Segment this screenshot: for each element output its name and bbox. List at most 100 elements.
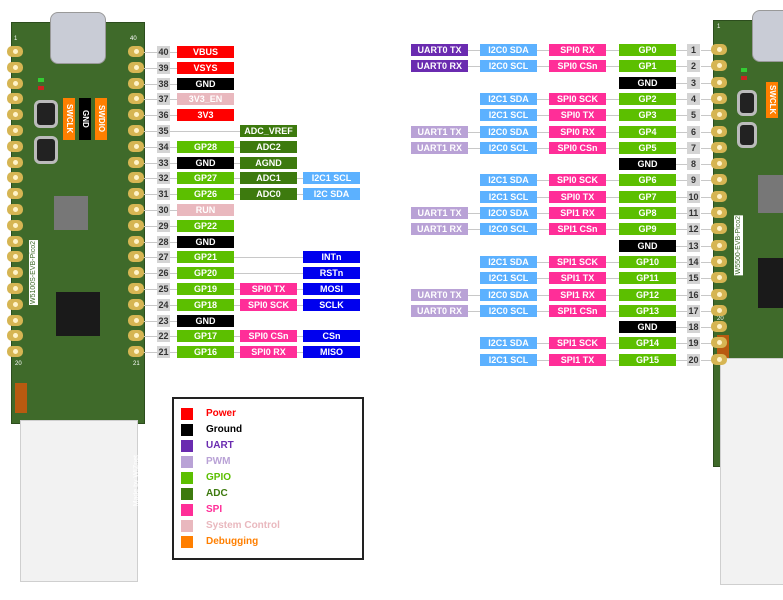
legend-label: ADC bbox=[206, 488, 228, 499]
pin-label-gpio: GP15 bbox=[619, 354, 676, 366]
leader-line bbox=[170, 257, 303, 258]
pin-pad bbox=[128, 188, 144, 199]
pin-label-gpio: GP8 bbox=[619, 207, 676, 219]
pin-number: 40 bbox=[157, 46, 170, 58]
pin-label-ground: GND bbox=[619, 240, 676, 252]
pin-pad bbox=[711, 109, 727, 120]
pin-number: 3 bbox=[687, 77, 700, 89]
pin-20-label: 20 bbox=[15, 361, 22, 367]
pin-pad bbox=[711, 223, 727, 234]
pin-number: 2 bbox=[687, 60, 700, 72]
pin-pad bbox=[7, 78, 23, 89]
pin-pad bbox=[128, 236, 144, 247]
rj45-jack bbox=[20, 420, 138, 582]
leader-line bbox=[170, 273, 303, 274]
pin-label-ground: GND bbox=[177, 78, 234, 90]
debug-swdio: SWDIO bbox=[95, 98, 107, 140]
leader-line bbox=[136, 257, 158, 258]
pin-pad bbox=[711, 207, 727, 218]
pin-pad bbox=[711, 337, 727, 348]
leader-line bbox=[136, 99, 158, 100]
leader-line bbox=[170, 99, 177, 100]
leader-line bbox=[136, 163, 158, 164]
pin-label-spi: SPI1 SCK bbox=[549, 256, 606, 268]
leader-line bbox=[170, 115, 177, 116]
pin-label-wiznet: RSTn bbox=[303, 267, 360, 279]
leader-line bbox=[170, 242, 177, 243]
run-button[interactable] bbox=[737, 122, 757, 148]
legend-swatch bbox=[181, 536, 193, 548]
pin-label-pwm: UART1 TX bbox=[411, 207, 468, 219]
leader-line bbox=[136, 242, 158, 243]
pin-pad bbox=[128, 267, 144, 278]
pin-number: 38 bbox=[157, 78, 170, 90]
pin-label-gpio: GP20 bbox=[177, 267, 234, 279]
pin-pad bbox=[7, 283, 23, 294]
pin-label-wiznet: CSn bbox=[303, 330, 360, 342]
pin-label-i2c: I2C1 SDA bbox=[480, 337, 537, 349]
pin-number: 24 bbox=[157, 299, 170, 311]
pin-label-gpio: GP12 bbox=[619, 289, 676, 301]
pin-label-spi: SPI0 RX bbox=[240, 346, 297, 358]
bootsel-button[interactable] bbox=[737, 90, 757, 116]
pin-label-i2c: I2C1 SDA bbox=[480, 256, 537, 268]
pin-label-sysctl: 3V3_EN bbox=[177, 93, 234, 105]
leader-line bbox=[170, 194, 303, 195]
legend-swatch bbox=[181, 408, 193, 420]
pin-label-spi: SPI1 SCK bbox=[549, 337, 606, 349]
pin-number: 15 bbox=[687, 272, 700, 284]
pin-label-spi: SPI1 CSn bbox=[549, 223, 606, 235]
pin-label-gpio: GP4 bbox=[619, 126, 676, 138]
pin-label-gpio: GP11 bbox=[619, 272, 676, 284]
pin-label-gpio: GP7 bbox=[619, 191, 676, 203]
pin-label-spi: SPI1 CSn bbox=[549, 305, 606, 317]
bootsel-button[interactable] bbox=[34, 100, 58, 128]
pin-label-i2c: I2C1 SCL bbox=[480, 272, 537, 284]
pin-label-i2c: I2C1 SCL bbox=[303, 172, 360, 184]
pin-pad bbox=[711, 305, 727, 316]
pin-label-adc: ADC0 bbox=[240, 188, 297, 200]
leader-line bbox=[701, 213, 715, 214]
pin-label-spi: SPI0 CSn bbox=[240, 330, 297, 342]
pin-pad bbox=[128, 46, 144, 57]
leader-line bbox=[701, 83, 715, 84]
pin-number: 39 bbox=[157, 62, 170, 74]
pin-number: 34 bbox=[157, 141, 170, 153]
pin-pad bbox=[128, 299, 144, 310]
pin-pad bbox=[711, 93, 727, 104]
pin-pad bbox=[128, 125, 144, 136]
debug-gnd: GND bbox=[79, 98, 91, 140]
pin-label-gpio: GP21 bbox=[177, 251, 234, 263]
led-green bbox=[741, 68, 747, 72]
legend-swatch bbox=[181, 488, 193, 500]
pin-label-gpio: GP2 bbox=[619, 93, 676, 105]
leader-line bbox=[701, 164, 715, 165]
pin-pad bbox=[7, 157, 23, 168]
leader-line bbox=[136, 194, 158, 195]
leader-line bbox=[136, 147, 158, 148]
pin-label-ground: GND bbox=[177, 157, 234, 169]
run-button[interactable] bbox=[34, 136, 58, 164]
pin-label-sysctl: RUN bbox=[177, 204, 234, 216]
pin-label-i2c: I2C SDA bbox=[303, 188, 360, 200]
pin-label-power: 3V3 bbox=[177, 109, 234, 121]
leader-line bbox=[701, 360, 715, 361]
pin-label-pwm: UART1 TX bbox=[411, 126, 468, 138]
pin-pad bbox=[7, 125, 23, 136]
leader-line bbox=[701, 197, 715, 198]
pin-pad bbox=[711, 44, 727, 55]
pin-label-wiznet: INTn bbox=[303, 251, 360, 263]
pin-label-gpio: GP28 bbox=[177, 141, 234, 153]
legend-label: UART bbox=[206, 440, 234, 451]
pin-label-adc: ADC1 bbox=[240, 172, 297, 184]
debug-swclk: SWCLK bbox=[766, 82, 778, 118]
pin-label-ground: GND bbox=[177, 236, 234, 248]
pin-label-i2c: I2C1 SDA bbox=[480, 174, 537, 186]
pin-label-gpio: GP18 bbox=[177, 299, 234, 311]
leader-line bbox=[136, 52, 158, 53]
pin-label-i2c: I2C0 SDA bbox=[480, 289, 537, 301]
pin-pad bbox=[128, 220, 144, 231]
leader-line bbox=[136, 321, 158, 322]
pin-label-pwm: UART0 TX bbox=[411, 289, 468, 301]
